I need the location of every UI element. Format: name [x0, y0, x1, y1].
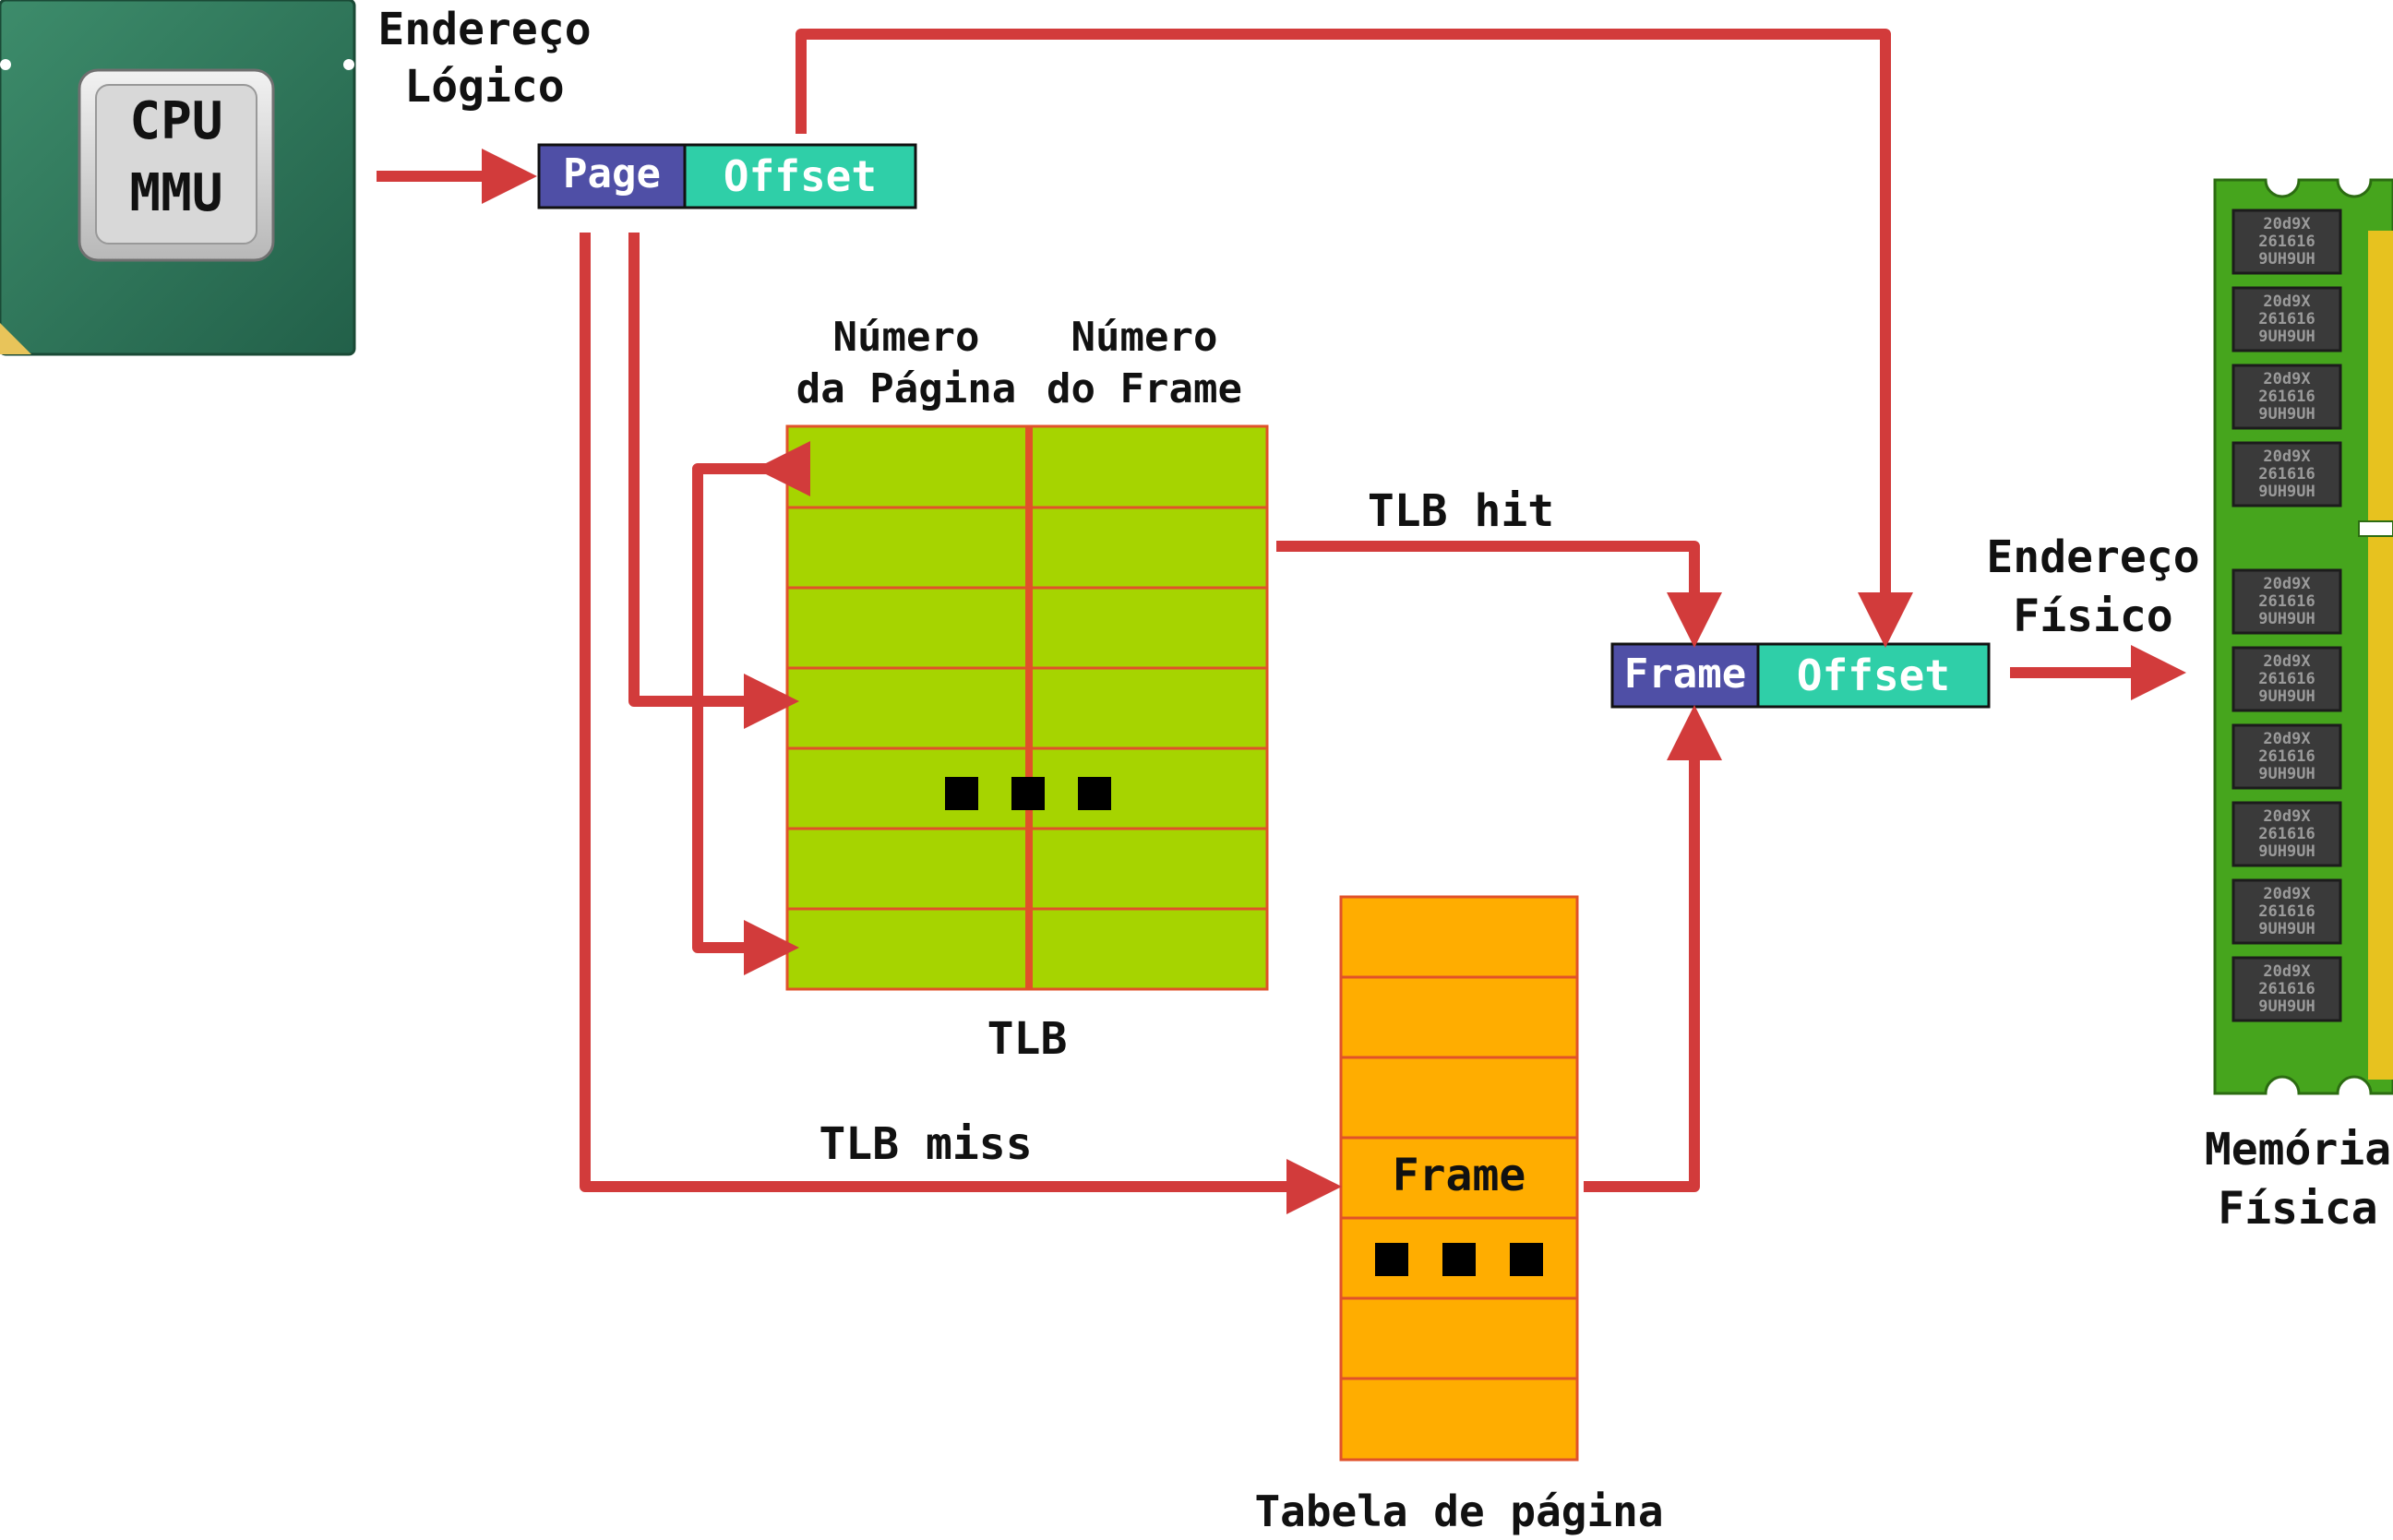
ram-chip-marking: 20d9X: [2263, 730, 2311, 748]
ram-module-icon: 20d9X2616169UH9UH20d9X2616169UH9UH20d9X2…: [2213, 178, 2393, 1095]
ram-chip-marking: 20d9X: [2263, 448, 2311, 466]
page-table-caption: Tabela de página: [1254, 1486, 1663, 1535]
tlb-search-bracket: [692, 441, 810, 975]
ram-chip-marking: 9UH9UH: [2258, 920, 2315, 938]
page-field-label: Page: [563, 150, 661, 197]
ram-chip-marking: 261616: [2258, 670, 2315, 688]
cpu-chip: CPU MMU: [0, 0, 356, 356]
tlb-col1-header-line1: Número: [833, 314, 980, 361]
offset-field: [683, 143, 917, 209]
arrows: [377, 29, 2186, 1214]
physical-offset-field-label: Offset: [1797, 651, 1950, 700]
tlb-hit-arrow: [1276, 541, 1722, 648]
offset-field-label: Offset: [724, 151, 877, 201]
page-field: [537, 143, 687, 209]
ram-chip-marking: 9UH9UH: [2258, 483, 2315, 501]
tlb-col1-header-line2: da Página: [796, 365, 1016, 412]
page-to-tlb-arrow: [628, 233, 799, 729]
ram-chip-marking: 261616: [2258, 465, 2315, 483]
tlb-miss-label: TLB miss: [819, 1118, 1032, 1170]
ram-chip-marking: 261616: [2258, 592, 2315, 611]
ram-chip-marking: 20d9X: [2263, 575, 2311, 593]
page-table-frame-label: Frame: [1393, 1150, 1526, 1201]
ellipsis-dot: [1011, 777, 1045, 810]
cpu-corner-mark: [0, 323, 31, 354]
logical-address-label-line1: Endereço: [377, 4, 591, 55]
ram-chip-marking: 261616: [2258, 233, 2315, 251]
memory-label-line1: Memória: [2205, 1124, 2391, 1176]
physical-address-label-line2: Físico: [2013, 591, 2172, 642]
ram-chip-marking: 261616: [2258, 388, 2315, 406]
ellipsis-dot: [1375, 1243, 1408, 1276]
ram-chip-marking: 20d9X: [2263, 292, 2311, 311]
tlb-table: [785, 424, 1269, 991]
ram-chip-marking: 9UH9UH: [2258, 328, 2315, 346]
ram-chip-marking: 261616: [2258, 825, 2315, 843]
cpu-notch: [343, 59, 354, 70]
ram-chip-marking: 20d9X: [2263, 885, 2311, 903]
ram-chip-marking: 9UH9UH: [2258, 687, 2315, 706]
ram-chip-marking: 9UH9UH: [2258, 250, 2315, 269]
ellipsis-dot: [945, 777, 978, 810]
ram-chip-marking: 261616: [2258, 980, 2315, 998]
ram-chip-marking: 261616: [2258, 310, 2315, 328]
ram-chip-marking: 9UH9UH: [2258, 842, 2315, 861]
ellipsis-dot: [1442, 1243, 1476, 1276]
physical-address-box: Frame Offset: [1610, 642, 1991, 709]
ram-chip-marking: 261616: [2258, 747, 2315, 766]
cpu-label: CPU: [129, 91, 222, 151]
page-table-body: [1339, 895, 1579, 1462]
tlb-miss-arrow: [580, 233, 1342, 1214]
logical-address-label-line2: Lógico: [404, 61, 564, 113]
ram-chip-marking: 20d9X: [2263, 370, 2311, 388]
tlb-caption: TLB: [987, 1013, 1068, 1065]
tlb-col2-header-line2: do Frame: [1047, 365, 1242, 412]
ram-chip-marking: 20d9X: [2263, 962, 2311, 981]
ram-chip-marking: 20d9X: [2263, 652, 2311, 671]
page-table-to-frame-arrow: [1584, 705, 1722, 1192]
offset-passthrough-arrow: [796, 29, 1913, 648]
ram-chips: 20d9X2616169UH9UH20d9X2616169UH9UH20d9X2…: [2231, 209, 2342, 1022]
ram-chip-marking: 9UH9UH: [2258, 610, 2315, 628]
frame-field: [1610, 642, 1760, 709]
ram-chip-marking: 9UH9UH: [2258, 997, 2315, 1016]
ram-chip-marking: 9UH9UH: [2258, 765, 2315, 783]
ram-chip-marking: 20d9X: [2263, 215, 2311, 233]
ellipsis-dot: [1078, 777, 1111, 810]
ram-contacts: [2368, 231, 2393, 1080]
tlb-col2-header-line1: Número: [1071, 314, 1218, 361]
ram-key-notch: [2358, 520, 2393, 537]
ram-chip-marking: 9UH9UH: [2258, 405, 2315, 424]
cpu-die-inner: [95, 84, 257, 245]
memory-label-line2: Física: [2218, 1183, 2377, 1235]
mmu-label: MMU: [129, 163, 222, 223]
physical-offset-field: [1756, 642, 1991, 709]
ram-chip-marking: 261616: [2258, 902, 2315, 921]
tlb-hit-label: TLB hit: [1368, 485, 1554, 537]
cpu-notch: [0, 59, 11, 70]
page-table: Frame: [1339, 895, 1579, 1462]
frame-field-label: Frame: [1624, 651, 1746, 698]
physical-address-label-line1: Endereço: [1986, 531, 2199, 583]
ram-chip-marking: 20d9X: [2263, 807, 2311, 826]
ellipsis-dot: [1510, 1243, 1543, 1276]
logical-address-box: Page Offset: [537, 143, 917, 209]
